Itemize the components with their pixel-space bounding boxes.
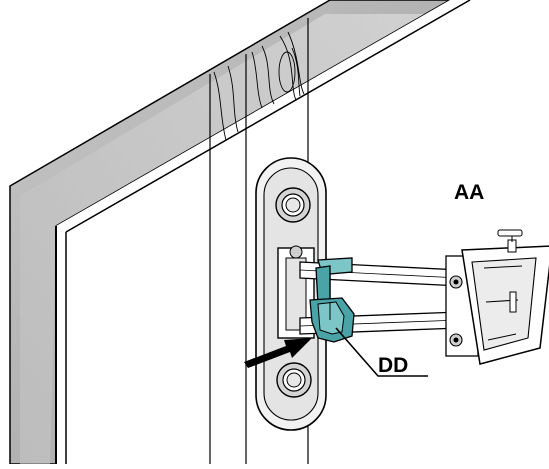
bracket-aa (445, 229, 549, 365)
top-screw (275, 187, 311, 223)
dd-leader-line (335, 327, 428, 377)
bottom-screw (276, 362, 312, 398)
insertion-arrow (244, 338, 312, 368)
label-aa: AA (454, 181, 484, 204)
clip-dd (309, 257, 355, 343)
label-dd: DD (378, 354, 408, 377)
